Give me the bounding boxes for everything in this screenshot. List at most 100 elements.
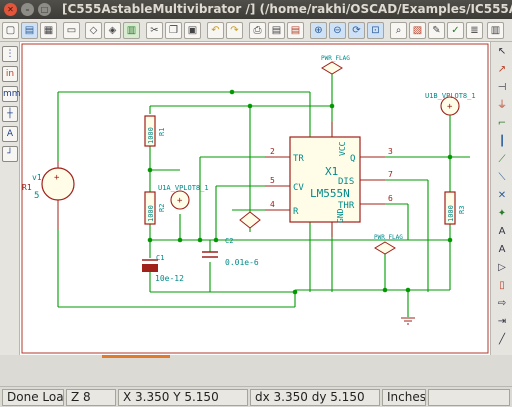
print-icon[interactable]: ⎙ [249,22,266,39]
netlist-icon[interactable]: ▧ [409,22,426,39]
no-connect-icon[interactable]: ✕ [497,190,507,201]
sheet-settings-icon[interactable]: ▭ [63,22,80,39]
plot-icon[interactable]: ▤ [268,22,285,39]
pwr-flag-bottom[interactable]: PWR_FLAG [374,234,403,255]
r1-value: 1000 [147,127,155,144]
hierarchy-icon[interactable]: ▥ [123,22,140,39]
cvpcb-icon[interactable]: ▥ [487,22,504,39]
new-file-icon[interactable]: ▢ [2,22,19,39]
pin-cv-label: CV [293,183,304,193]
add-bus-icon[interactable]: ┃ [498,136,506,147]
main-toolbar: ▢ ▤ ▦ ▭ ◇ ◈ ▥ ✂ ❐ ▣ ↶ ↷ ⎙ ▤ ▤ ⊕ ⊖ ⟳ ⊡ ⌕ … [0,19,512,42]
pin-vcc-label: VCC [338,141,347,156]
pin-r-label: R [293,207,299,217]
wire-to-bus-entry-icon[interactable]: ⟋ [498,154,506,165]
maximize-icon[interactable]: □ [38,3,51,16]
open-folder-icon[interactable]: ▤ [21,22,38,39]
c2-value: 0.01e-6 [225,258,259,267]
cursor-shape-icon[interactable]: ┼ [2,106,18,122]
copy-icon[interactable]: ❐ [165,22,182,39]
plot-file-icon[interactable]: ▤ [287,22,304,39]
units-mm-icon[interactable]: mm [2,86,21,102]
pin4-number: 4 [270,200,275,209]
resistor-r1[interactable]: 1000 R1 [144,115,166,147]
schematic-canvas[interactable]: X1 LM555N TR CV R Q DIS THR VCC GND 2 5 … [20,42,490,355]
left-toolbar: ⋮ in mm ┼ A ┘ [0,42,21,355]
ic-lm555[interactable]: X1 LM555N TR CV R Q DIS THR VCC GND 2 5 … [265,122,393,237]
r2-value: 1000 [147,205,155,222]
resistor-r2[interactable]: 1000 R2 [144,191,166,225]
status-delta-xy: dx 3.350 dy 5.150 [250,389,380,406]
add-graphic-line-icon[interactable]: ╱ [498,334,506,345]
cut-icon[interactable]: ✂ [146,22,163,39]
pwr-flag-top-label: PWR_FLAG [321,55,350,62]
horizontal-scrollbar[interactable] [20,355,490,377]
pwr-flag-bottom-label: PWR_FLAG [374,234,403,241]
vplot-u1b[interactable]: + U1B_VPLOT8_1 [425,92,476,116]
library-editor-icon[interactable]: ◇ [85,22,102,39]
highlight-net-icon[interactable]: ↗ [497,64,507,75]
pin7-number: 7 [388,170,393,179]
status-message: Done Loading [2,389,64,406]
paste-icon[interactable]: ▣ [184,22,201,39]
pin5-number: 5 [270,176,275,185]
wire-angle-icon[interactable]: ┘ [2,146,18,162]
window-title: [C555AstableMultivibrator /] (/home/rakh… [62,2,512,16]
ic-value-label: LM555N [310,187,350,200]
zoom-redraw-icon[interactable]: ⟳ [348,22,365,39]
pwr-flag-mid[interactable] [239,211,261,229]
scrollbar-thumb[interactable] [102,355,170,358]
select-arrow-icon[interactable]: ↖ [497,46,507,57]
add-hier-label-icon[interactable]: ▷ [498,262,506,273]
add-component-icon[interactable]: ⊣ [497,82,507,93]
status-zoom: Z 8 [66,389,116,406]
find-icon[interactable]: ⌕ [390,22,407,39]
voltage-source-v1[interactable]: + v1 R1 5 [22,162,75,230]
zoom-fit-icon[interactable]: ⊡ [367,22,384,39]
zoom-out-icon[interactable]: ⊖ [329,22,346,39]
v1-ref-label: v1 [32,173,42,182]
annotate-icon[interactable]: ✎ [428,22,445,39]
hidden-pins-icon[interactable]: A [2,126,18,142]
zoom-in-icon[interactable]: ⊕ [310,22,327,39]
bom-icon[interactable]: ≣ [466,22,483,39]
add-power-icon[interactable]: ⏚ [497,100,507,111]
erc-icon[interactable]: ✓ [447,22,464,39]
add-net-label-icon[interactable]: A [498,226,506,237]
vplot-u1a[interactable]: + U1A_VPLOT8_1 [158,184,209,210]
r1-ref: R1 [158,128,166,136]
r3-value: 1000 [447,205,455,222]
import-sheet-pin-icon[interactable]: ⇨ [497,298,507,309]
library-browser-icon[interactable]: ◈ [104,22,121,39]
undo-icon[interactable]: ↶ [207,22,224,39]
capacitor-c2[interactable]: C2 0.01e-6 [202,237,259,267]
grid-toggle-icon[interactable]: ⋮ [2,46,18,62]
add-sheet-pin-icon[interactable]: ⇥ [497,316,507,327]
pin-tr-label: TR [293,154,304,164]
bus-to-bus-entry-icon[interactable]: ⟍ [498,172,506,183]
capacitor-c1[interactable]: C1 10e-12 [142,254,184,283]
status-bar: Done Loading Z 8 X 3.350 Y 5.150 dx 3.35… [0,386,512,407]
u1a-label: U1A_VPLOT8_1 [158,184,209,192]
add-global-label-icon[interactable]: A [498,244,506,255]
resistor-r3[interactable]: 1000 R3 [444,191,466,225]
add-hier-sheet-icon[interactable]: ▯ [499,280,505,291]
close-icon[interactable]: ✕ [4,3,17,16]
add-wire-icon[interactable]: ⌐ [497,118,507,129]
c2-ref: C2 [225,237,233,245]
minimize-icon[interactable]: – [21,3,34,16]
redo-icon[interactable]: ↷ [226,22,243,39]
c1-value: 10e-12 [155,274,184,283]
save-icon[interactable]: ▦ [40,22,57,39]
add-junction-icon[interactable]: ✦ [497,208,507,219]
ground-symbol[interactable] [401,317,415,325]
title-bar: ✕ – □ [C555AstableMultivibrator /] (/hom… [0,0,512,19]
pin3-number: 3 [388,147,393,156]
pin-gnd-label: GND [336,208,345,223]
pwr-flag-top[interactable]: PWR_FLAG [321,55,350,75]
pin6-number: 6 [388,194,393,203]
u1b-label: U1B_VPLOT8_1 [425,92,476,100]
units-inches-icon[interactable]: in [2,66,18,82]
junctions [147,89,453,295]
svg-text:+: + [447,102,453,112]
